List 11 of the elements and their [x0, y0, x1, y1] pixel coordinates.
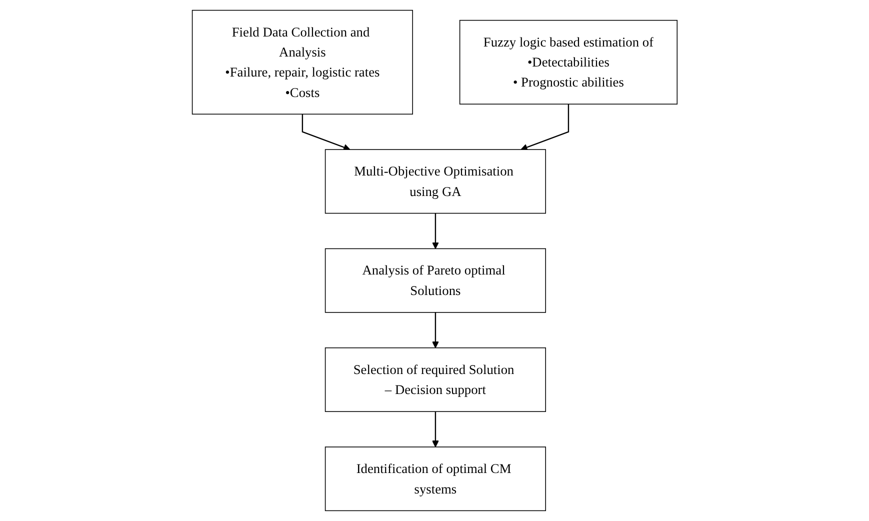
node-box: Identification of optimal CM systems	[324, 446, 546, 512]
node-box: Field Data Collection and Analysis •Failure, repair, logistic rates •Costs	[192, 10, 413, 115]
arrow	[432, 213, 439, 249]
node-box: Analysis of Pareto optimal Solutions	[324, 248, 546, 313]
arrow	[432, 312, 439, 348]
arrow	[520, 104, 569, 151]
arrow	[302, 114, 350, 151]
node-box: Fuzzy logic based estimation of •Detectabilities • Prognostic abilities	[459, 20, 678, 105]
arrow	[432, 412, 439, 448]
node-box: Selection of required Solution – Decision support	[324, 347, 546, 412]
node-box: Multi-Objective Optimisation using GA	[324, 149, 546, 214]
